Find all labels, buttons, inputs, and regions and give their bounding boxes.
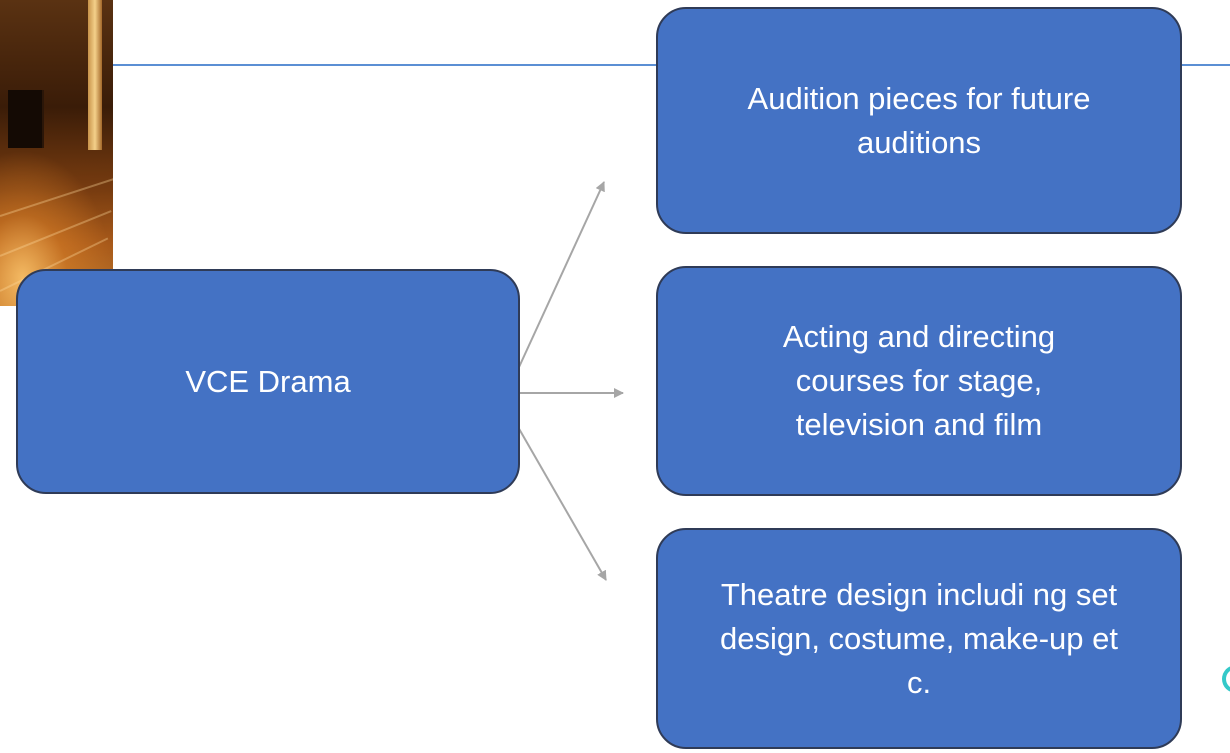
target-label-acting: Acting and directing courses for stage, … bbox=[782, 319, 1056, 442]
arrow-to-design bbox=[513, 419, 607, 581]
target-box-design: Theatre design includi ng set design, co… bbox=[656, 528, 1182, 749]
source-label: VCE Drama bbox=[185, 363, 351, 399]
photo-pillar bbox=[88, 0, 102, 150]
target-box-audition: Audition pieces for future auditions bbox=[656, 7, 1182, 234]
target-label-audition: Audition pieces for future auditions bbox=[747, 80, 1091, 160]
photo-doorway bbox=[8, 90, 44, 148]
target-label-design: Theatre design includi ng set design, co… bbox=[719, 576, 1119, 700]
source-box: VCE Drama bbox=[16, 269, 520, 494]
target-box-acting: Acting and directing courses for stage, … bbox=[656, 266, 1182, 496]
arrow-to-audition bbox=[513, 181, 605, 379]
